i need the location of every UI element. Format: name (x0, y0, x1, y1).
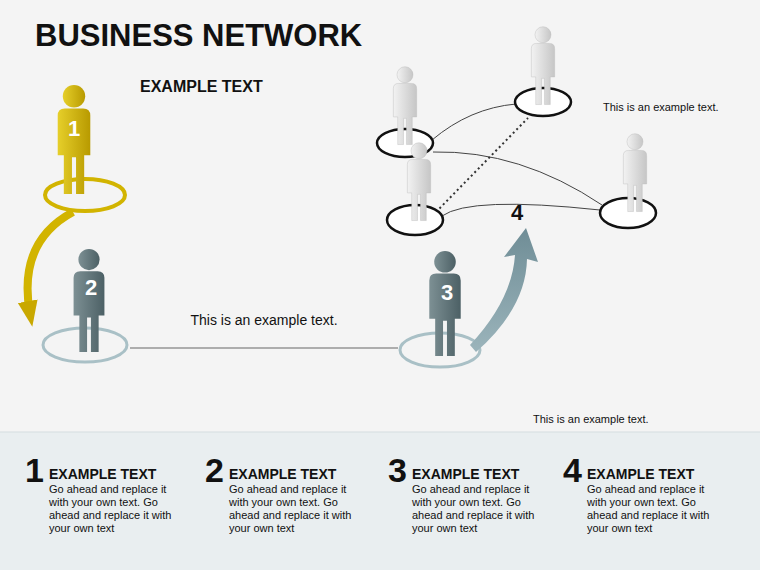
person-node: 2 (28, 248, 130, 365)
network-link (432, 104, 516, 140)
callout-number: 4 (563, 452, 582, 488)
person-figure (407, 143, 430, 221)
diagram-title: BUSINESS NETWORK (35, 18, 362, 54)
column-body: Go ahead and replace it with your own te… (587, 483, 723, 535)
callout-number: 3 (388, 452, 407, 488)
callout-number: 1 (68, 116, 80, 142)
callout-number: 2 (85, 275, 97, 301)
network-link (436, 118, 528, 212)
person-node: 1 (45, 84, 130, 214)
column-heading: EXAMPLE TEXT (49, 466, 156, 482)
person-figure (623, 134, 646, 212)
network-link (433, 152, 602, 205)
person-figure (531, 27, 554, 105)
callout-number: 2 (205, 452, 224, 488)
heading-text: EXAMPLE TEXT (140, 78, 263, 96)
growth-arrow (470, 228, 538, 352)
person-figure (393, 67, 416, 145)
text-column: 1 EXAMPLE TEXTGo ahead and replace it wit… (25, 452, 185, 539)
person-figure (58, 85, 91, 194)
base-ellipse (45, 179, 125, 211)
callout-number: 1 (25, 452, 44, 488)
connector (28, 212, 73, 314)
connector (130, 348, 398, 349)
person-figure (74, 249, 105, 352)
column-body: Go ahead and replace it with your own te… (229, 483, 365, 535)
footer-band (0, 432, 760, 570)
column-heading: EXAMPLE TEXT (229, 466, 336, 482)
callout-number: 3 (441, 280, 453, 306)
person-figure (429, 251, 460, 356)
column-body: Go ahead and replace it with your own te… (412, 483, 548, 535)
text-column: 2 EXAMPLE TEXTGo ahead and replace it wit… (205, 452, 365, 539)
column-heading: EXAMPLE TEXT (412, 466, 519, 482)
column-body: Go ahead and replace it with your own te… (49, 483, 185, 535)
text-column: 3 EXAMPLE TEXTGo ahead and replace it wit… (388, 452, 548, 539)
text-column: 4 EXAMPLE TEXTGo ahead and replace it wit… (563, 452, 723, 539)
column-heading: EXAMPLE TEXT (587, 466, 694, 482)
note-text: This is an example text. (603, 101, 719, 113)
callout-number: 4 (511, 200, 523, 226)
note-text: This is an example text. (533, 413, 649, 425)
edge-label: This is an example text. (188, 312, 339, 328)
person-node: 3 (398, 248, 482, 368)
